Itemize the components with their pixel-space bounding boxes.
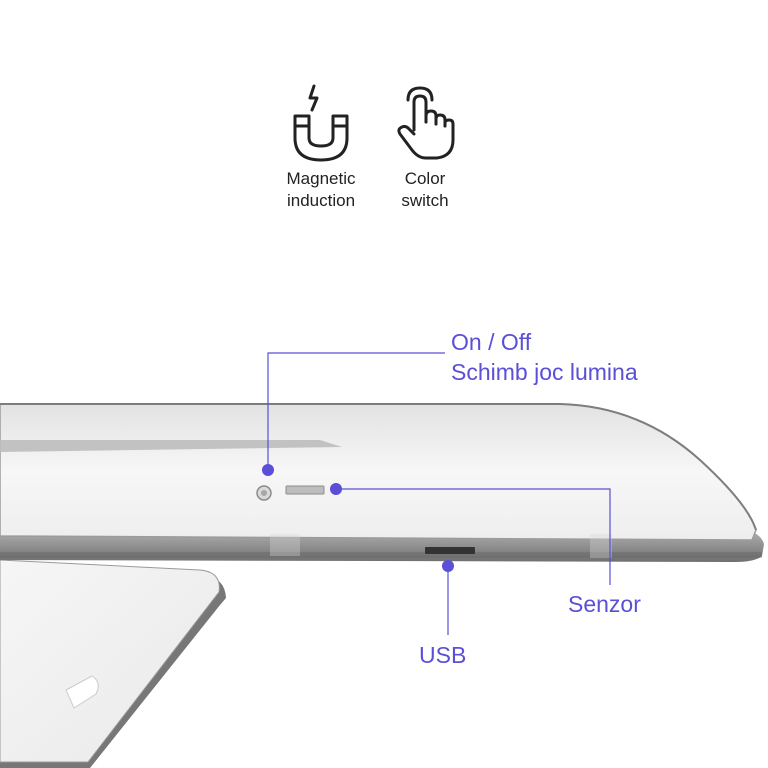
callout-dots xyxy=(262,464,454,572)
main-mirror-device xyxy=(0,403,764,562)
power-callout-label: On / Off Schimb joc lumina xyxy=(451,327,638,387)
magnet-icon xyxy=(293,84,349,162)
power-callout-line1: On / Off xyxy=(451,329,532,355)
feature-label-line1: Color xyxy=(404,169,446,188)
sensor-window xyxy=(285,485,325,495)
power-callout-line2: Schimb joc lumina xyxy=(451,359,638,385)
sensor-callout-label: Senzor xyxy=(568,591,641,617)
usb-callout-label: USB xyxy=(419,642,467,668)
feature-label-line2: induction xyxy=(286,191,356,210)
touch-hand-icon xyxy=(397,86,455,160)
feature-magnetic-induction: Magnetic induction xyxy=(271,82,371,212)
feature-label-line2: switch xyxy=(401,191,449,210)
callout-lines xyxy=(267,352,611,635)
lower-mirror-panel xyxy=(0,559,226,768)
feature-label: Magnetic induction xyxy=(271,168,371,212)
usb-port xyxy=(425,547,475,554)
feature-label: Color switch xyxy=(375,168,475,212)
feature-color-switch: Color switch xyxy=(375,82,475,212)
feature-label-line1: Magnetic xyxy=(286,169,356,188)
